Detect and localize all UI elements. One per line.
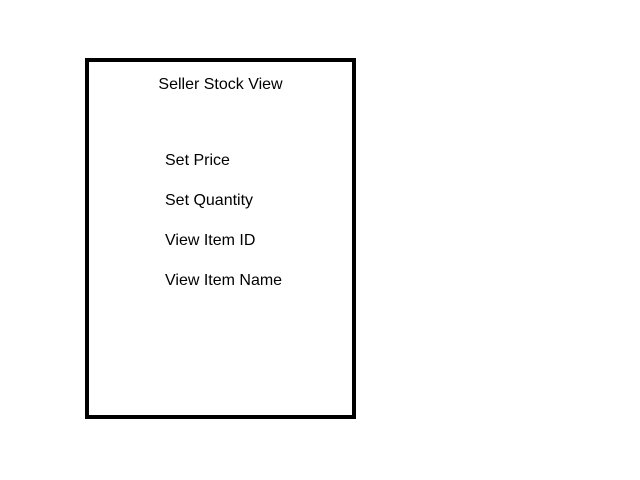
stock-menu: Set Price Set Quantity View Item ID View… xyxy=(165,151,282,311)
menu-item-set-price[interactable]: Set Price xyxy=(165,152,230,169)
seller-stock-panel: Seller Stock View Set Price Set Quantity… xyxy=(85,58,356,419)
menu-item-set-quantity[interactable]: Set Quantity xyxy=(165,192,254,209)
menu-item-view-item-id[interactable]: View Item ID xyxy=(165,232,256,249)
menu-item-view-item-name[interactable]: View Item Name xyxy=(165,272,283,289)
panel-title: Seller Stock View xyxy=(158,76,283,93)
